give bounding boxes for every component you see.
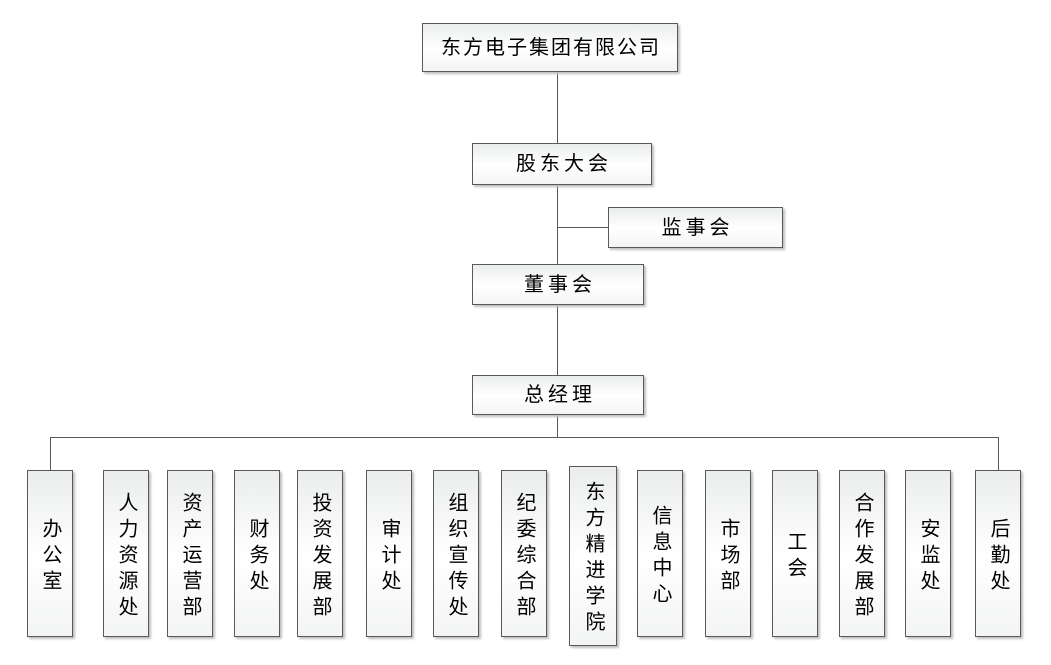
org-node-board-of-directors: 董事会 [472, 264, 644, 305]
org-node-general-manager: 总经理 [472, 375, 644, 415]
org-node-department-logistics: 后勤处 [975, 470, 1021, 637]
org-node-department-cooperation-development: 合作发展部 [839, 470, 885, 637]
org-node-department-audit: 审计处 [366, 470, 412, 637]
org-node-department-investment-development: 投资发展部 [297, 470, 343, 637]
org-node-shareholders-meeting: 股东大会 [472, 143, 652, 185]
connector-root-to-shareholders [557, 72, 558, 143]
org-node-supervisory-board: 监事会 [608, 207, 783, 248]
org-node-department-finance: 财务处 [234, 470, 280, 637]
connector-bus-left-drop [50, 437, 51, 470]
connector-board-to-gm [557, 305, 558, 375]
org-node-department-discipline-inspection: 纪委综合部 [501, 470, 547, 637]
connector-bus-right-drop [998, 437, 999, 470]
connector-shareholders-to-board [557, 185, 558, 264]
org-node-department-safety-supervision: 安监处 [905, 470, 951, 637]
connector-branch-to-supervisory [557, 227, 608, 228]
org-node-department-marketing: 市场部 [705, 470, 751, 637]
org-node-department-human-resources: 人力资源处 [103, 470, 149, 637]
org-node-root: 东方电子集团有限公司 [422, 23, 678, 72]
org-node-department-jingjin-academy: 东方精进学院 [569, 466, 617, 646]
org-node-department-asset-operations: 资产运营部 [167, 470, 213, 637]
org-node-department-information-center: 信息中心 [637, 470, 683, 637]
org-node-department-office: 办公室 [27, 470, 73, 637]
org-node-department-labor-union: 工会 [772, 470, 818, 637]
connector-department-bus [50, 437, 998, 438]
connector-gm-to-bus [557, 415, 558, 437]
org-node-department-organization-publicity: 组织宣传处 [433, 470, 479, 637]
